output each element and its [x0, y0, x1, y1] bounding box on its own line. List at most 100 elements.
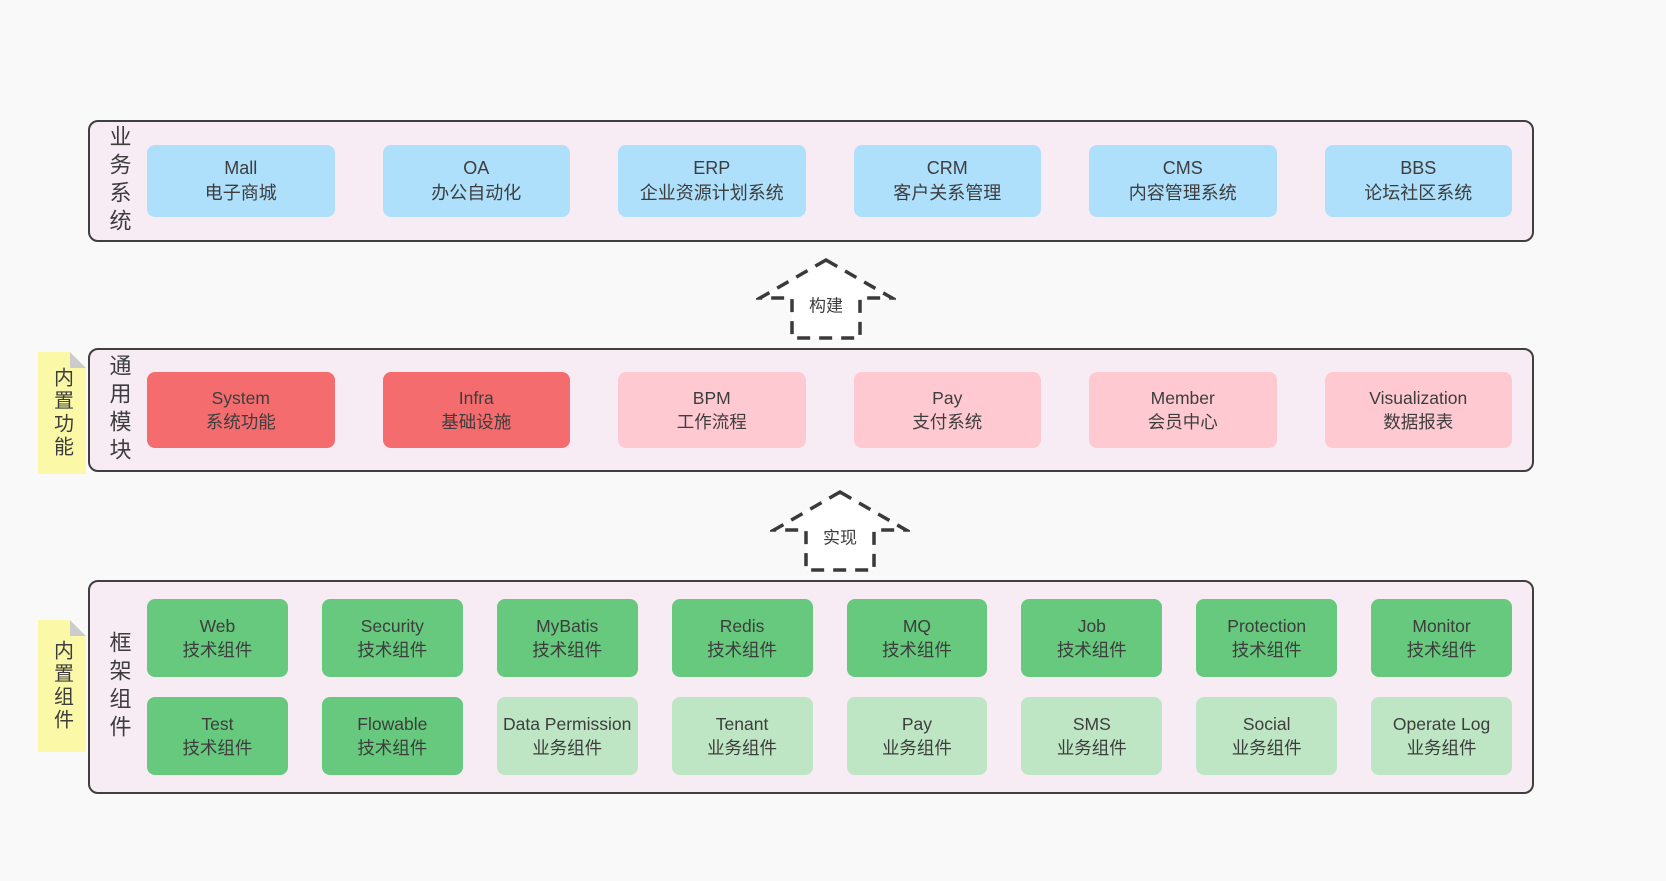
box-subtitle: 技术组件 [881, 640, 952, 660]
box-erp: ERP 企业资源计划系统 [618, 145, 806, 217]
box-title: Visualization [1369, 387, 1468, 408]
box-flowable: Flowable 技术组件 [321, 697, 463, 775]
box-title: Infra [458, 387, 494, 408]
box-pay: Pay 支付系统 [853, 372, 1041, 448]
box-subtitle: 业务组件 [881, 738, 952, 758]
box-social: Social 业务组件 [1196, 697, 1338, 775]
box-protection: Protection 技术组件 [1196, 599, 1338, 677]
band-content-modules: System 系统功能 Infra 基础设施 BPM 工作流程 Pay 支付系统 Member 会… [147, 350, 1532, 470]
box-title: Data Permission [502, 713, 632, 734]
band-row: System 系统功能 Infra 基础设施 BPM 工作流程 Pay 支付系统 Member 会… [147, 372, 1512, 448]
box-cms: CMS 内容管理系统 [1089, 145, 1277, 217]
sticky-label: 内置组件 [50, 640, 73, 732]
box-title: Job [1077, 615, 1106, 636]
box-subtitle: 内容管理系统 [1128, 183, 1237, 203]
box-subtitle: 企业资源计划系统 [639, 183, 784, 203]
box-system: System 系统功能 [147, 372, 335, 448]
box-subtitle: 客户关系管理 [893, 183, 1002, 203]
arrow-up-implement: 实现 [770, 489, 910, 573]
box-title: CRM [926, 158, 968, 179]
box-subtitle: 业务组件 [707, 738, 778, 758]
arrow-up-build: 构建 [756, 257, 896, 341]
box-operate-log: Operate Log 业务组件 [1371, 697, 1512, 775]
box-subtitle: 技术组件 [357, 738, 428, 758]
band-common-modules: 通用模块 System 系统功能 Infra 基础设施 BPM 工作流程 Pay 支付系统 Me… [88, 348, 1534, 472]
box-title: SMS [1072, 713, 1111, 734]
box-sms: SMS 业务组件 [1021, 697, 1163, 775]
arrow-label-implement: 实现 [821, 523, 859, 549]
box-visualization: Visualization 数据报表 [1324, 372, 1512, 448]
box-title: OA [463, 158, 490, 179]
box-title: Pay [932, 387, 963, 408]
box-title: Flowable [357, 713, 428, 734]
box-subtitle: 办公自动化 [431, 183, 522, 203]
box-mybatis: MyBatis 技术组件 [496, 599, 638, 677]
box-title: Redis [719, 615, 765, 636]
box-infra: Infra 基础设施 [382, 372, 570, 448]
box-title: MQ [902, 615, 932, 636]
box-title: MyBatis [536, 615, 599, 636]
sticky-note-built-in-features: 内置功能 [38, 352, 86, 474]
box-title: BPM [692, 387, 731, 408]
box-web: Web 技术组件 [147, 599, 288, 677]
box-test: Test 技术组件 [147, 697, 288, 775]
box-subtitle: 技术组件 [707, 640, 778, 660]
box-subtitle: 技术组件 [1056, 640, 1127, 660]
box-subtitle: 业务组件 [1231, 738, 1302, 758]
box-subtitle: 系统功能 [205, 412, 276, 432]
box-subtitle: 业务组件 [532, 738, 603, 758]
box-subtitle: 会员中心 [1147, 412, 1218, 432]
band-label-components: 框架组件 [106, 631, 132, 743]
box-title: CMS [1162, 158, 1203, 179]
box-title: Member [1150, 387, 1215, 408]
box-job: Job 技术组件 [1021, 599, 1163, 677]
box-subtitle: 技术组件 [357, 640, 428, 660]
box-subtitle: 技术组件 [532, 640, 603, 660]
box-title: Operate Log [1392, 713, 1491, 734]
box-subtitle: 技术组件 [182, 640, 253, 660]
box-subtitle: 数据报表 [1383, 412, 1454, 432]
box-subtitle: 技术组件 [1406, 640, 1477, 660]
sticky-note-built-in-components: 内置组件 [38, 620, 86, 752]
box-title: Mall [224, 158, 258, 179]
box-title: Social [1242, 713, 1291, 734]
box-redis: Redis 技术组件 [671, 599, 813, 677]
box-title: Tenant [715, 713, 769, 734]
box-title: BBS [1400, 158, 1437, 179]
arrow-label-build: 构建 [807, 291, 845, 317]
box-subtitle: 基础设施 [441, 412, 512, 432]
box-subtitle: 业务组件 [1056, 738, 1127, 758]
box-title: Test [201, 713, 234, 734]
box-subtitle: 工作流程 [676, 412, 747, 432]
box-title: System [211, 387, 270, 408]
box-subtitle: 支付系统 [912, 412, 983, 432]
box-title: Protection [1227, 615, 1307, 636]
box-subtitle: 技术组件 [182, 738, 253, 758]
box-title: ERP [693, 158, 731, 179]
box-member: Member 会员中心 [1089, 372, 1277, 448]
band-label-business: 业务系统 [106, 125, 132, 237]
box-subtitle: 技术组件 [1231, 640, 1302, 660]
box-title: Pay [901, 713, 933, 734]
box-bpm: BPM 工作流程 [618, 372, 806, 448]
box-mq: MQ 技术组件 [846, 599, 988, 677]
band-label-modules: 通用模块 [106, 354, 132, 466]
box-subtitle: 业务组件 [1406, 738, 1477, 758]
box-crm: CRM 客户关系管理 [853, 145, 1041, 217]
folded-corner-icon [70, 620, 86, 636]
box-tenant: Tenant 业务组件 [671, 697, 813, 775]
box-security: Security 技术组件 [321, 599, 463, 677]
box-data-permission: Data Permission 业务组件 [496, 697, 638, 775]
box-title: Web [199, 615, 236, 636]
folded-corner-icon [70, 352, 86, 368]
box-title: Security [360, 615, 424, 636]
